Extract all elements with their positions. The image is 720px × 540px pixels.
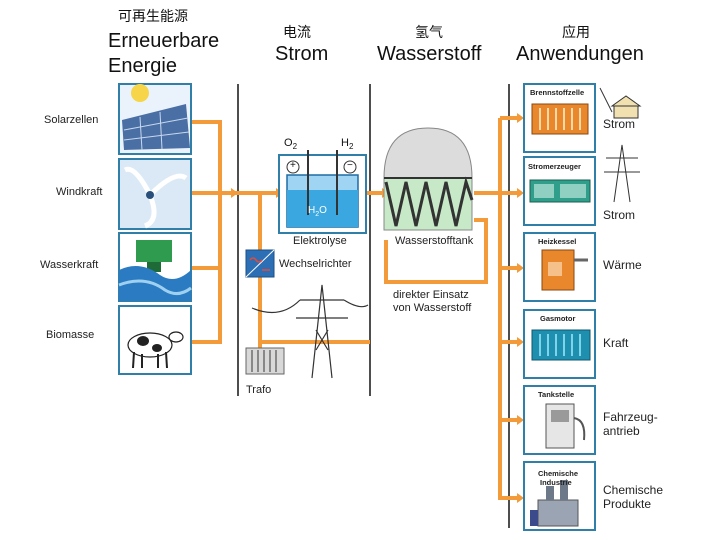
app-box-title-fuel-station: Tankstelle (538, 390, 575, 399)
o2-label: O2 (284, 137, 298, 152)
flow-arrowheads (231, 113, 524, 503)
hydro-box (118, 232, 192, 302)
applications-header: Anwendungen (516, 43, 644, 65)
boiler-icon (541, 249, 588, 291)
app-label-power: Kraft (603, 336, 629, 350)
hydrogen-header-cn: 氢气 (415, 25, 443, 41)
app-box-title-gas-engine: Gasmotor (540, 314, 576, 323)
app-box-title-boiler: Heizkessel (538, 237, 577, 246)
inverter-icon (245, 249, 275, 278)
transformer-icon (245, 347, 285, 375)
source-label-biomass: Biomasse (46, 329, 95, 341)
source-label-wind: Windkraft (56, 186, 103, 198)
app-box-title-chemical-1: Chemische (538, 469, 579, 478)
power-mast-icon (604, 144, 640, 203)
water-formula: H2O (308, 205, 327, 218)
power-header-cn: 电流 (283, 25, 311, 41)
chemical-plant-icon (530, 480, 579, 527)
app-box-title-fuel-cell: Brennstoffzelle (530, 88, 585, 97)
hydrogen-tank-label: Wasserstofftank (395, 235, 474, 247)
app-box-title-chemical-2: Industrie (540, 478, 572, 487)
cathode-minus: − (347, 160, 353, 171)
gas-engine-icon (531, 329, 591, 361)
app-label-heat: Wärme (603, 258, 642, 272)
app-label-chemical-2: Produkte (603, 497, 652, 511)
renewable-header-cn: 可再生能源 (118, 9, 188, 25)
electrolysis-box (278, 150, 367, 234)
power-pylon-icon (251, 284, 369, 379)
biomass-box (118, 305, 192, 375)
applications-header-cn: 应用 (562, 25, 590, 41)
anode-plus: + (290, 160, 296, 171)
transformer-label: Trafo (246, 384, 272, 396)
electrolysis-label: Elektrolyse (293, 235, 347, 247)
source-label-hydro: Wasserkraft (40, 259, 99, 271)
power-header: Strom (275, 43, 329, 65)
source-label-solar: Solarzellen (44, 114, 99, 126)
house-icon (599, 87, 642, 119)
renewable-header-line2: Energie (108, 55, 177, 77)
renewable-header-line1: Erneuerbare (108, 30, 220, 52)
source-flow-lines (191, 116, 520, 500)
wind-box (118, 158, 192, 230)
hydrogen-tank-icon (383, 127, 474, 231)
app-box-title-generator: Stromerzeuger (528, 162, 581, 171)
application-boxes (523, 83, 596, 531)
inverter-label: Wechselrichter (279, 258, 352, 270)
app-label-vehicle-2: antrieb (603, 424, 640, 438)
hydrogen-header: Wasserstoff (377, 43, 482, 65)
direct-use-label-2: von Wasserstoff (393, 302, 472, 314)
app-label-strom-1: Strom (603, 117, 636, 131)
generator-icon (529, 179, 591, 203)
app-label-chemical-1: Chemische (603, 483, 664, 497)
solar-box (118, 83, 192, 155)
direct-use-label-1: direkter Einsatz (393, 289, 469, 301)
fuel-cell-icon (531, 103, 589, 135)
app-label-strom-2: Strom (603, 208, 636, 222)
fuel-station-icon (545, 403, 586, 449)
app-label-vehicle-1: Fahrzeug- (603, 410, 658, 424)
h2-label: H2 (341, 137, 354, 152)
